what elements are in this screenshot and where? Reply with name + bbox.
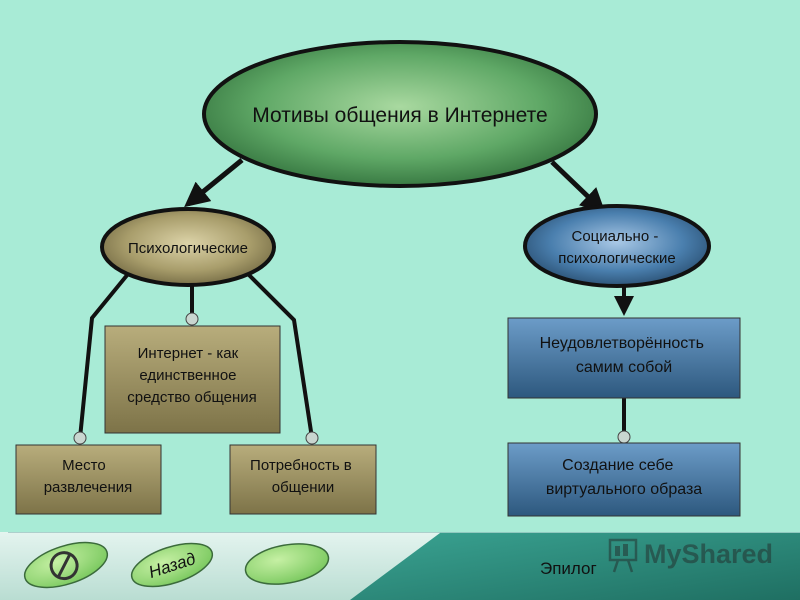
need-line-2: общении xyxy=(272,479,335,496)
connector-root-socio xyxy=(550,160,606,214)
dissatisfaction-line-2: самим собой xyxy=(576,359,672,376)
internet-only-box xyxy=(104,325,281,434)
dissatisfaction-box xyxy=(507,317,741,399)
connector-dot xyxy=(185,312,199,326)
internet-only-line-3: средство общения xyxy=(127,389,257,406)
virtual-image-line-2: виртуального образа xyxy=(546,481,702,498)
need-box xyxy=(229,444,377,515)
connector-root-psychological xyxy=(184,158,244,208)
internet-only-line-2: единственное xyxy=(139,367,236,384)
internet-only-box-label: Интернет - как единственное средство общ… xyxy=(127,345,257,406)
presentation-icon xyxy=(608,538,638,573)
virtual-image-box xyxy=(507,442,741,517)
socio-label-line-1: Социально - xyxy=(571,228,658,245)
root-node-label: Мотивы общения в Интернете xyxy=(252,104,547,127)
connector-dot xyxy=(617,430,631,444)
socio-label-line-2: психологические xyxy=(558,250,675,267)
dissatisfaction-line-1: Неудовлетворённость xyxy=(540,335,704,352)
back-button[interactable]: Назад xyxy=(126,535,217,595)
watermark-text: MyShared xyxy=(644,539,773,569)
psychological-node-label: Психологические xyxy=(128,240,248,257)
connector-dot xyxy=(73,431,87,445)
dissatisfaction-box-label: Неудовлетворённость самим собой xyxy=(540,335,709,376)
virtual-image-line-1: Создание себе xyxy=(562,457,673,474)
no-entry-button[interactable] xyxy=(19,534,113,597)
epilog-link[interactable]: Эпилог xyxy=(540,559,597,578)
connector-psych-need xyxy=(246,272,314,439)
entertainment-line-2: развлечения xyxy=(44,479,133,496)
entertainment-box xyxy=(15,444,162,515)
entertainment-line-1: Место xyxy=(62,457,106,474)
root-node xyxy=(202,40,598,188)
blank-nav-button[interactable] xyxy=(242,538,331,590)
psychological-node xyxy=(100,207,276,287)
socio-psychological-node-label: Социально - психологические xyxy=(558,228,675,267)
footer-nav-bar: Назад Эпилог MyShared xyxy=(0,532,800,600)
epilog-panel xyxy=(350,533,800,600)
socio-psychological-node xyxy=(523,204,711,288)
need-line-1: Потребность в xyxy=(250,457,352,474)
no-entry-icon xyxy=(49,551,79,581)
need-box-label: Потребность в общении xyxy=(250,457,356,496)
connector-psych-entertainment xyxy=(78,272,130,439)
internet-only-line-1: Интернет - как xyxy=(138,345,239,362)
entertainment-box-label: Место развлечения xyxy=(44,457,133,496)
connector-dot xyxy=(305,431,319,445)
watermark: MyShared xyxy=(608,538,773,573)
virtual-image-box-label: Создание себе виртуального образа xyxy=(546,457,702,498)
